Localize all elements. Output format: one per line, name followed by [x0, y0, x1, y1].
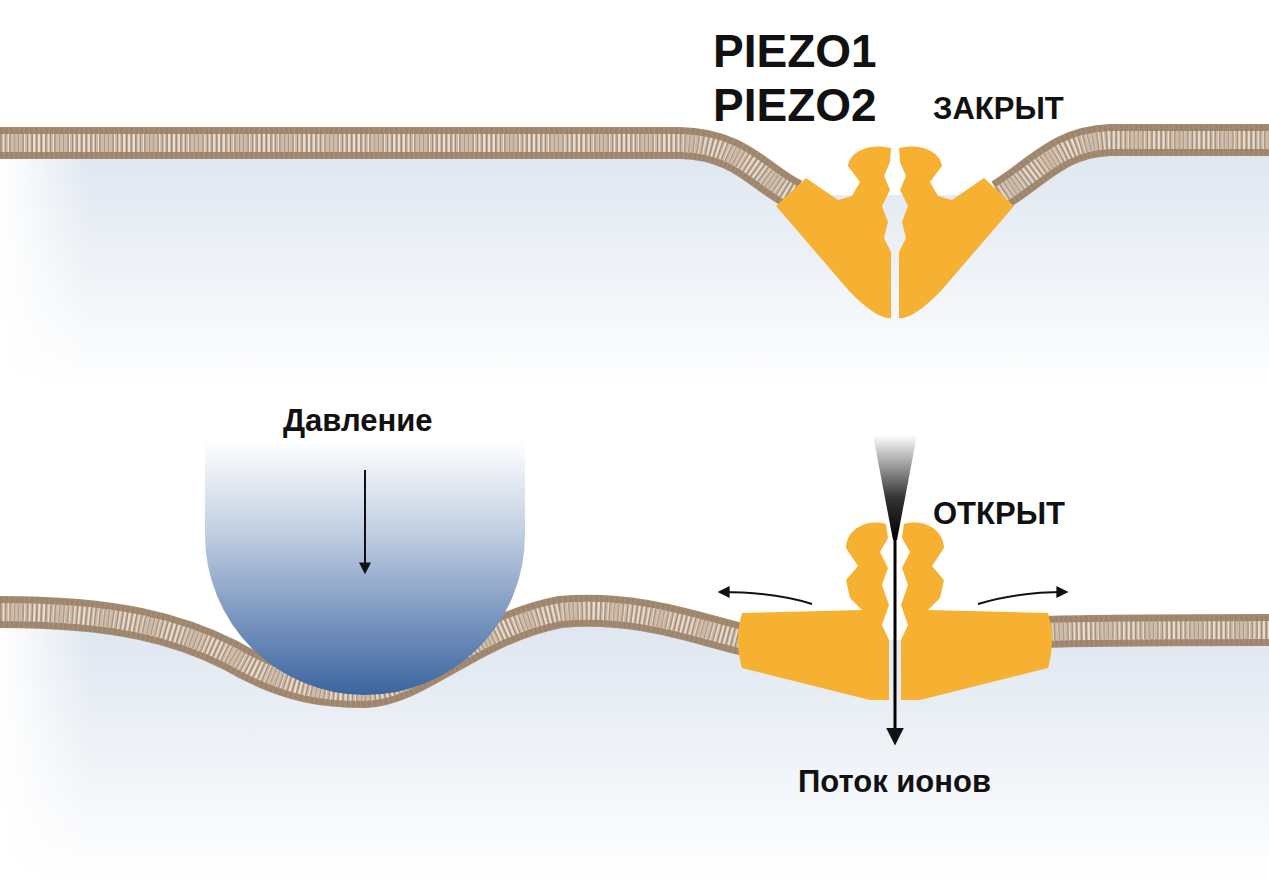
stretch-arrow	[978, 592, 1066, 604]
state-label: ОТКРЫТ	[933, 497, 1065, 531]
stretch-arrow	[720, 592, 812, 604]
ion-flow-arrow	[894, 538, 897, 742]
pressure-probe	[205, 440, 525, 695]
closed-channel	[776, 146, 1014, 318]
flow-label: Поток ионов	[798, 765, 991, 799]
ion-flow	[873, 435, 917, 540]
pressure-arrow	[364, 470, 366, 572]
lipid-bilayer	[0, 140, 1269, 195]
protein-name: PIEZO2	[713, 80, 877, 131]
state-label: ЗАКРЫТ	[933, 92, 1064, 126]
lipid-bilayer	[0, 611, 1269, 692]
force-label: Давление	[283, 404, 433, 438]
protein-name: PIEZO1	[713, 26, 877, 77]
